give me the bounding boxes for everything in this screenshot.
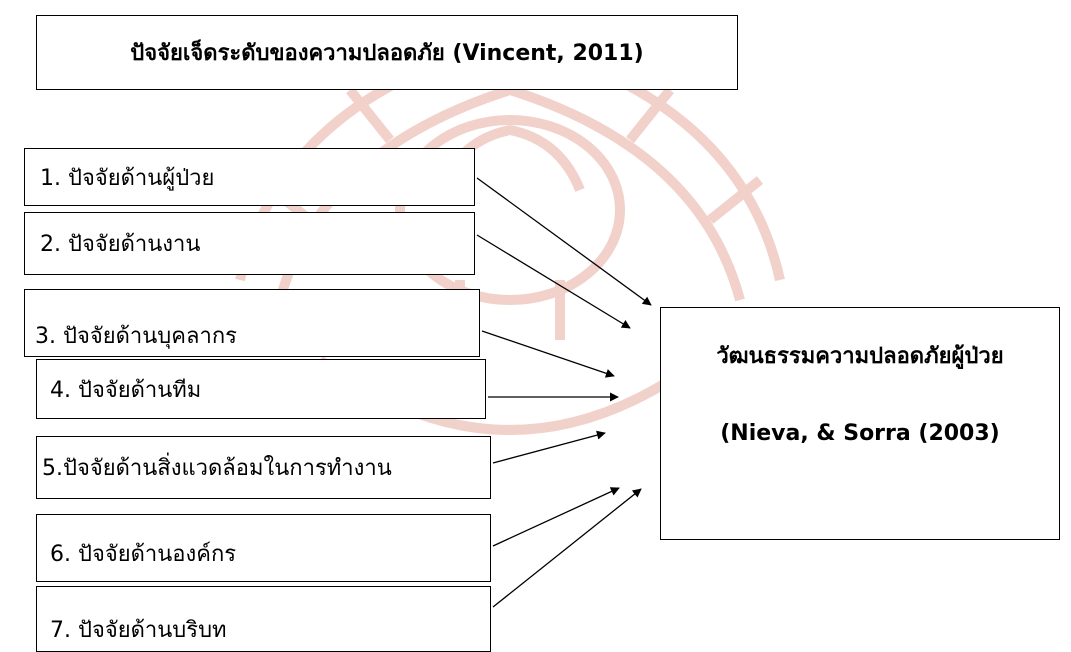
factor-label: 6. ปัจจัยด้านองค์กร xyxy=(50,542,237,567)
factor-box-team: 4. ปัจจัยด้านทีม xyxy=(36,359,486,419)
arrow-5 xyxy=(492,430,606,464)
arrow-1 xyxy=(476,177,652,306)
diagram-title-box: ปัจจัยเจ็ดระดับของความปลอดภัย (Vincent, … xyxy=(36,15,738,90)
diagram-title: ปัจจัยเจ็ดระดับของความปลอดภัย (Vincent, … xyxy=(130,41,644,66)
factor-box-organization: 6. ปัจจัยด้านองค์กร xyxy=(36,514,491,582)
arrow-2 xyxy=(476,234,631,329)
arrow-3 xyxy=(481,330,615,378)
factor-label: 5.ปัจจัยด้านสิ่งแวดล้อมในการทำงาน xyxy=(42,456,392,481)
factor-label: 4. ปัจจัยด้านทีม xyxy=(50,377,202,403)
factor-label: 7. ปัจจัยด้านบริบท xyxy=(50,618,227,643)
result-title: วัฒนธรรมความปลอดภัยผู้ป่วย xyxy=(716,344,1004,369)
factor-label: 3. ปัจจัยด้านบุคลากร xyxy=(35,324,237,349)
factor-label: 1. ปัจจัยด้านผู้ป่วย xyxy=(40,165,215,191)
factor-box-patient: 1. ปัจจัยด้านผู้ป่วย xyxy=(24,148,475,206)
arrow-6 xyxy=(492,487,620,547)
factor-box-staff: 3. ปัจจัยด้านบุคลากร xyxy=(24,289,480,357)
factor-label: 2. ปัจจัยด้านงาน xyxy=(40,232,201,257)
patient-safety-culture-box: วัฒนธรรมความปลอดภัยผู้ป่วย (Nieva, & Sor… xyxy=(660,307,1060,540)
factor-box-task: 2. ปัจจัยด้านงาน xyxy=(24,212,475,275)
arrow-7 xyxy=(492,488,642,608)
factor-box-context: 7. ปัจจัยด้านบริบท xyxy=(36,586,491,652)
result-reference: (Nieva, & Sorra (2003) xyxy=(720,421,1000,446)
factor-box-work-environment: 5.ปัจจัยด้านสิ่งแวดล้อมในการทำงาน xyxy=(36,436,491,499)
